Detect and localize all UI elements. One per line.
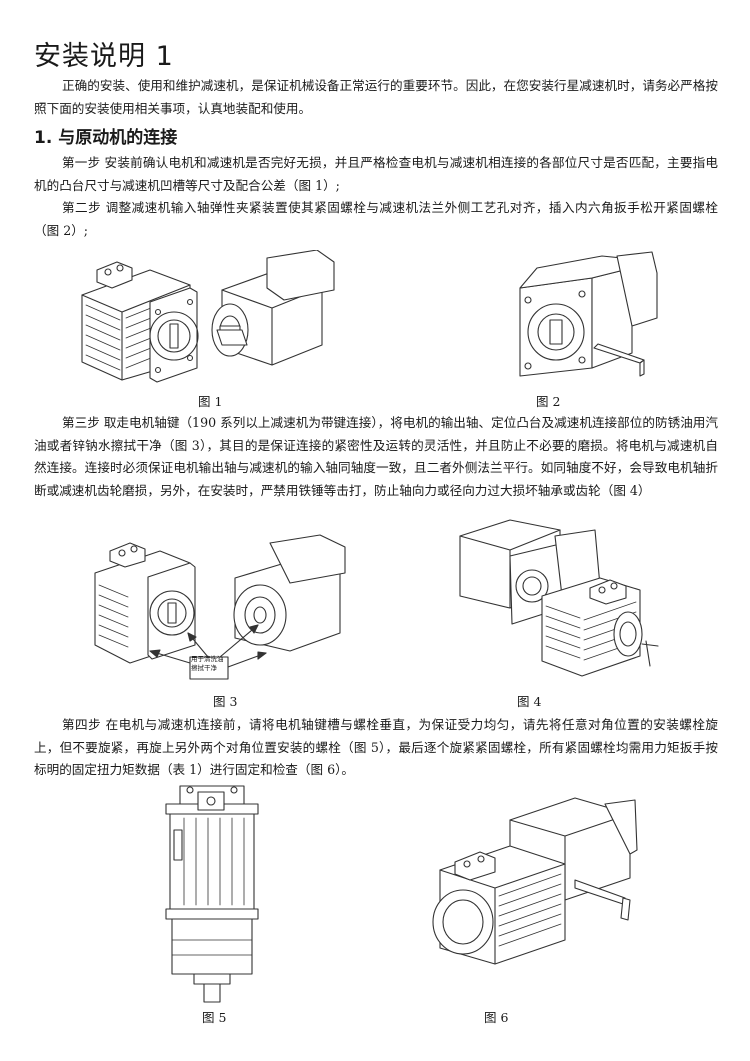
figure-3-caption: 图 3 — [213, 694, 238, 709]
figure-1-caption: 图 1 — [198, 394, 223, 409]
page-title: 安装说明 1 — [34, 41, 174, 72]
figure-3-label-line2: 擦拭干净 — [191, 664, 217, 672]
figure-5-illustration — [160, 780, 265, 1005]
figure-3-label: 用于清洗油 擦拭干净 — [191, 655, 224, 673]
step2-paragraph: 第二步 调整减速机输入轴弹性夹紧装置使其紧固螺栓与减速机法兰外侧工艺孔对齐，插入… — [34, 200, 718, 238]
figure-4-illustration — [450, 516, 675, 681]
figure-1-illustration — [72, 250, 342, 390]
section-heading: 1. 与原动机的连接 — [34, 128, 178, 148]
figure-6-caption: 图 6 — [484, 1010, 509, 1025]
figure-6-illustration — [425, 790, 640, 975]
figure-3-illustration — [90, 533, 355, 683]
step3-paragraph: 第三步 取走电机轴键（190 系列以上减速机为带键连接），将电机的输出轴、定位凸… — [34, 415, 718, 498]
figure-4-caption: 图 4 — [517, 694, 542, 709]
figure-2-caption: 图 2 — [536, 394, 561, 409]
intro-paragraph: 正确的安装、使用和维护减速机，是保证机械设备正常运行的重要环节。因此，在您安装行… — [34, 78, 718, 116]
step4-paragraph: 第四步 在电机与减速机连接前，请将电机轴键槽与螺栓垂直，为保证受力均匀，请先将任… — [34, 717, 718, 777]
step1-paragraph: 第一步 安装前确认电机和减速机是否完好无损，并且严格检查电机与减速机相连接的各部… — [34, 155, 718, 193]
figure-5-caption: 图 5 — [202, 1010, 227, 1025]
figure-3-label-line1: 用于清洗油 — [191, 655, 224, 663]
figure-2-illustration — [512, 248, 662, 383]
